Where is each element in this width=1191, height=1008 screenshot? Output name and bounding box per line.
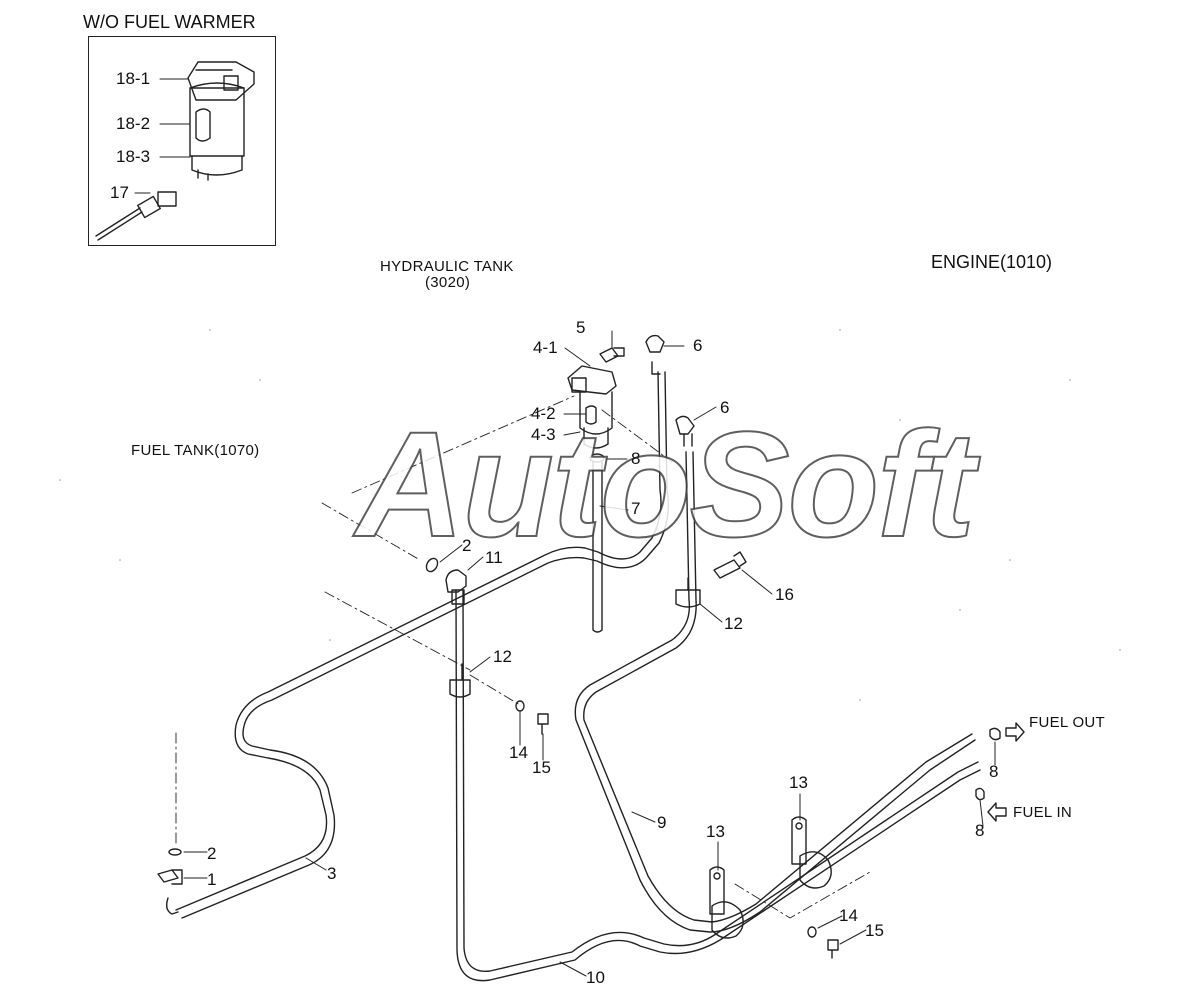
callout-18-2: 18-2 [116,114,151,133]
fuel-in-arrow [987,802,1007,822]
caption-fuel-out: FUEL OUT [1029,714,1106,731]
inset-title: W/O FUEL WARMER [83,12,256,32]
fittings [157,334,747,915]
callout-4-2: 4-2 [531,404,556,423]
callout-14-upper: 14 [509,743,528,762]
washers-bolts [515,700,839,959]
callout-18-1: 18-1 [116,69,151,88]
callout-11: 11 [485,548,503,567]
callout-8-fuel-in: 8 [975,821,985,840]
callout-16: 16 [775,585,794,604]
fuel-filter-4 [567,365,617,471]
callout-15-upper: 15 [532,758,551,777]
callout-5: 5 [576,318,586,337]
reference-lines [175,395,871,919]
callout-12-left: 12 [493,647,512,666]
callout-2-left: 2 [207,844,217,863]
callout-12-right: 12 [724,614,743,633]
pipe-3 [175,371,662,911]
callout-4-3: 4-3 [531,425,556,444]
callout-14-lower: 14 [839,906,858,925]
clamps-12 [449,577,701,698]
inset-filter-drawing [95,61,255,241]
callout-9: 9 [657,813,667,832]
print-speckle [59,329,1121,701]
caption-fuel-tank: FUEL TANK(1070) [131,442,260,459]
caption-hydraulic-tank-code: (3020) [425,274,471,291]
fuel-out-arrow [1005,722,1025,742]
callout-13-left: 13 [706,822,725,841]
leader-lines [183,330,996,977]
callout-8-filter: 8 [631,449,641,468]
inset-frame [88,36,276,246]
callout-13-right: 13 [789,773,808,792]
watermark: AutoSoft [355,399,976,569]
brackets-13 [709,816,832,939]
pipe-9 [574,451,976,933]
callout-15-lower: 15 [865,921,884,940]
callout-2-top: 2 [462,536,472,555]
callout-6-lower: 6 [720,398,730,417]
callout-4-1: 4-1 [533,338,558,357]
callout-18-3: 18-3 [116,147,151,166]
pipe-7 [592,461,603,633]
callout-7: 7 [631,499,641,518]
o-ring-2-left [168,848,182,856]
caption-hydraulic-tank: HYDRAULIC TANK [380,258,514,275]
o-ring-2-top [425,557,439,573]
callout-3: 3 [327,864,337,883]
callout-17: 17 [110,183,129,202]
callout-8-fuel-out: 8 [989,762,999,781]
nuts-8 [975,727,1001,801]
caption-engine: ENGINE(1010) [931,252,1053,272]
pipe-10 [455,589,981,982]
callout-6-upper: 6 [693,336,703,355]
caption-fuel-in: FUEL IN [1013,804,1073,821]
callout-1: 1 [207,870,217,889]
callout-10: 10 [586,968,605,987]
